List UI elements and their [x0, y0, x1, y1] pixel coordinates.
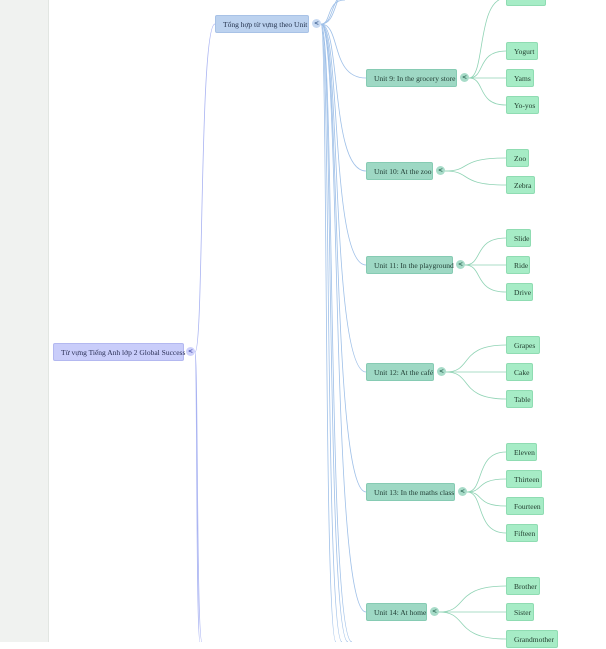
unit-node-label: Unit 14: At home — [374, 608, 427, 617]
word-node-label: Zebra — [514, 181, 532, 190]
branch-to-unit-line — [320, 0, 346, 25]
unit-node[interactable]: Unit 10: At the zoo — [366, 162, 433, 180]
unit-to-word-line — [444, 157, 507, 172]
branch-collapse-icon[interactable]: < — [312, 19, 321, 28]
word-node-label: Table — [514, 395, 531, 404]
word-node-label: Grapes — [514, 341, 536, 350]
word-node[interactable]: Cake — [506, 363, 533, 381]
unit-node[interactable]: Unit 11: In the playground — [366, 256, 454, 274]
word-node[interactable]: Eleven — [506, 443, 537, 461]
unit-to-word-line — [466, 478, 507, 493]
branch-to-unit-line — [320, 0, 339, 25]
word-node-label: Yams — [514, 74, 531, 83]
branch-topic-node[interactable]: Tổng hợp từ vựng theo Unit — [215, 15, 309, 33]
word-node-label: Fifteen — [514, 529, 536, 538]
word-node-label: Drive — [514, 288, 532, 297]
unit-to-word-line — [466, 491, 507, 534]
word-node-label: Grandmother — [514, 635, 554, 644]
word-node[interactable]: Grandmother — [506, 630, 558, 648]
word-node-label: Sister — [514, 608, 532, 617]
word-node-label: Fourteen — [514, 502, 541, 511]
word-node[interactable]: Slide — [506, 229, 531, 247]
unit-collapse-icon[interactable]: < — [458, 487, 467, 496]
unit-node[interactable]: Unit 14: At home — [366, 603, 427, 621]
root-topic-node[interactable]: Từ vựng Tiếng Anh lớp 2 Global Success — [53, 343, 186, 361]
word-node-label: Thirteen — [514, 475, 540, 484]
unit-to-word-line — [466, 451, 507, 493]
unit-to-word-line — [468, 0, 500, 79]
word-node-label: Brother — [514, 582, 537, 591]
unit-collapse-icon[interactable]: < — [456, 260, 465, 269]
root-topic-label: Từ vựng Tiếng Anh lớp 2 Global Success — [61, 348, 186, 357]
root-to-branch-line — [194, 23, 216, 353]
unit-node[interactable]: Unit 13: In the maths class — [366, 483, 455, 501]
word-node-label: Zoo — [514, 154, 527, 163]
unit-node[interactable]: Unit 9: In the grocery store — [366, 69, 457, 87]
unit-to-word-line — [468, 50, 507, 79]
word-node[interactable]: Yams — [506, 69, 534, 87]
word-node-label: Ride — [514, 261, 529, 270]
word-node[interactable]: Table — [506, 390, 533, 408]
unit-to-word-line — [444, 170, 507, 186]
word-node[interactable]: Brother — [506, 577, 540, 595]
word-node[interactable]: Zoo — [506, 149, 529, 167]
unit-to-word-line — [464, 264, 507, 293]
branch-to-unit-line — [320, 23, 367, 373]
unit-to-word-line — [445, 371, 507, 400]
branch-to-unit-line — [320, 23, 367, 79]
word-node[interactable]: Zebra — [506, 176, 535, 194]
word-node[interactable]: Ride — [506, 256, 530, 274]
word-node[interactable]: Fourteen — [506, 497, 544, 515]
word-node[interactable] — [506, 0, 546, 6]
unit-to-word-line — [438, 585, 507, 613]
unit-collapse-icon[interactable]: < — [436, 166, 445, 175]
word-node-label: Yogurt — [514, 47, 535, 56]
root-to-sibling-line — [194, 351, 203, 642]
unit-to-word-line — [468, 77, 507, 106]
branch-to-unit-line — [320, 23, 353, 642]
root-collapse-icon[interactable]: < — [186, 347, 195, 356]
unit-to-word-line — [445, 344, 507, 373]
word-node-label: Cake — [514, 368, 530, 377]
word-node-label: Eleven — [514, 448, 535, 457]
word-node[interactable]: Yo-yos — [506, 96, 539, 114]
unit-to-word-line — [466, 491, 507, 507]
word-node[interactable]: Grapes — [506, 336, 540, 354]
branch-to-unit-line — [320, 23, 367, 613]
unit-node-label: Unit 9: In the grocery store — [374, 74, 456, 83]
unit-node-label: Unit 12: At the café — [374, 368, 434, 377]
unit-to-word-line — [438, 611, 507, 640]
branch-topic-label: Tổng hợp từ vựng theo Unit — [223, 20, 308, 29]
unit-node[interactable]: Unit 12: At the café — [366, 363, 434, 381]
left-panel-rail — [0, 0, 49, 642]
branch-to-unit-line — [320, 23, 337, 642]
word-node-label: Yo-yos — [514, 101, 536, 110]
branch-to-unit-line — [320, 23, 367, 172]
word-node[interactable]: Yogurt — [506, 42, 538, 60]
unit-collapse-icon[interactable]: < — [430, 607, 439, 616]
branch-to-unit-line — [320, 23, 367, 266]
word-node[interactable]: Fifteen — [506, 524, 538, 542]
unit-to-word-line — [464, 237, 507, 266]
unit-node-label: Unit 10: At the zoo — [374, 167, 432, 176]
branch-to-unit-line — [320, 23, 367, 493]
branch-to-unit-line — [320, 23, 349, 642]
word-node[interactable]: Thirteen — [506, 470, 542, 488]
unit-node-label: Unit 13: In the maths class — [374, 488, 455, 497]
unit-collapse-icon[interactable]: < — [437, 367, 446, 376]
unit-node-label: Unit 11: In the playground — [374, 261, 454, 270]
word-node[interactable]: Drive — [506, 283, 533, 301]
branch-to-unit-line — [320, 23, 343, 642]
unit-collapse-icon[interactable]: < — [460, 73, 469, 82]
word-node-label: Slide — [514, 234, 530, 243]
word-node[interactable]: Sister — [506, 603, 534, 621]
